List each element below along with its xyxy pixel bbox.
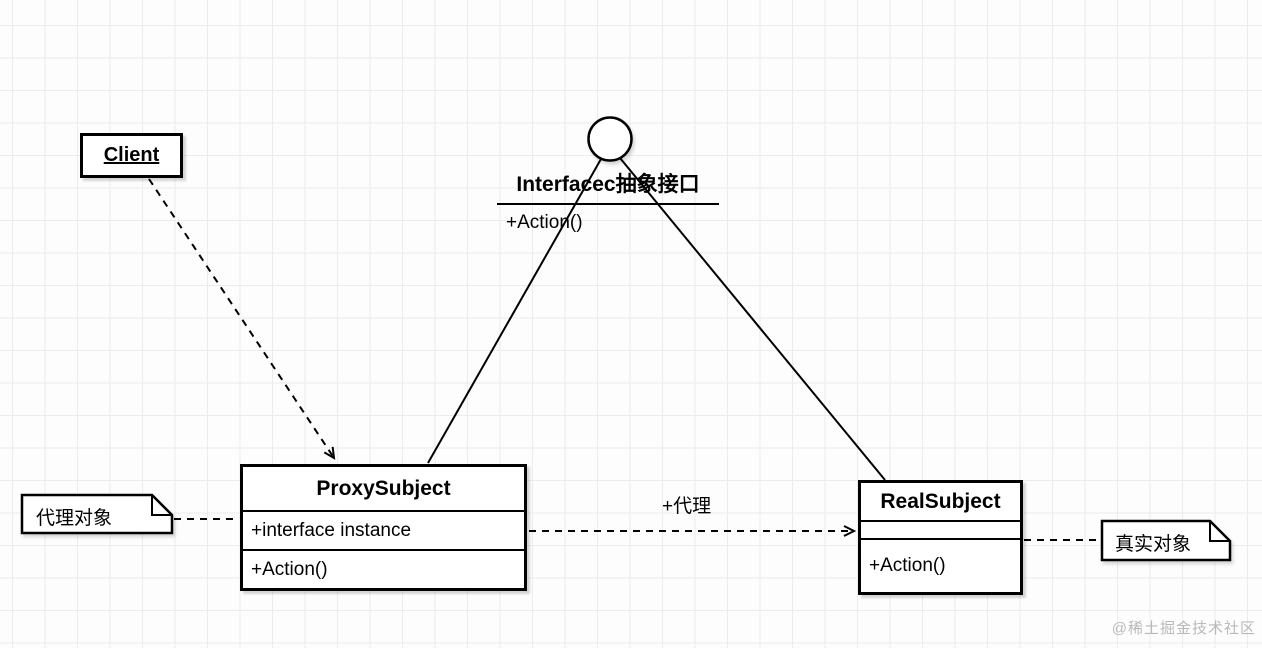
- real-subject-class-name: RealSubject: [880, 489, 1001, 513]
- note-right-label: 真实对象: [1115, 534, 1192, 555]
- proxy-subject-attribute: +interface instance: [243, 510, 524, 549]
- edge-client-to-proxy: [148, 178, 336, 460]
- proxy-subject-method: +Action(): [243, 549, 524, 588]
- interface-method: +Action(): [506, 212, 583, 233]
- proxy-subject-class-box: ProxySubject +interface instance +Action…: [240, 464, 527, 591]
- proxy-subject-class-name: ProxySubject: [316, 476, 451, 500]
- client-class-box: Client: [80, 133, 183, 178]
- edge-interface-to-proxy: [427, 158, 602, 464]
- real-subject-method: +Action(): [861, 538, 1020, 592]
- proxy-edge-label: +代理: [662, 496, 712, 517]
- note-left-label: 代理对象: [36, 508, 113, 529]
- note-left-shape: [20, 493, 174, 535]
- real-subject-empty-compartment: [861, 520, 1020, 538]
- note-right-shape: [1100, 519, 1232, 562]
- edge-interface-to-real: [619, 157, 886, 481]
- watermark: @稀土掘金技术社区: [1111, 620, 1256, 637]
- interface-lollipop-circle: [587, 116, 633, 162]
- client-class-name: Client: [103, 144, 160, 166]
- real-subject-class-box: RealSubject +Action(): [858, 480, 1023, 595]
- interface-title: Interfacec抽象接口: [497, 168, 719, 205]
